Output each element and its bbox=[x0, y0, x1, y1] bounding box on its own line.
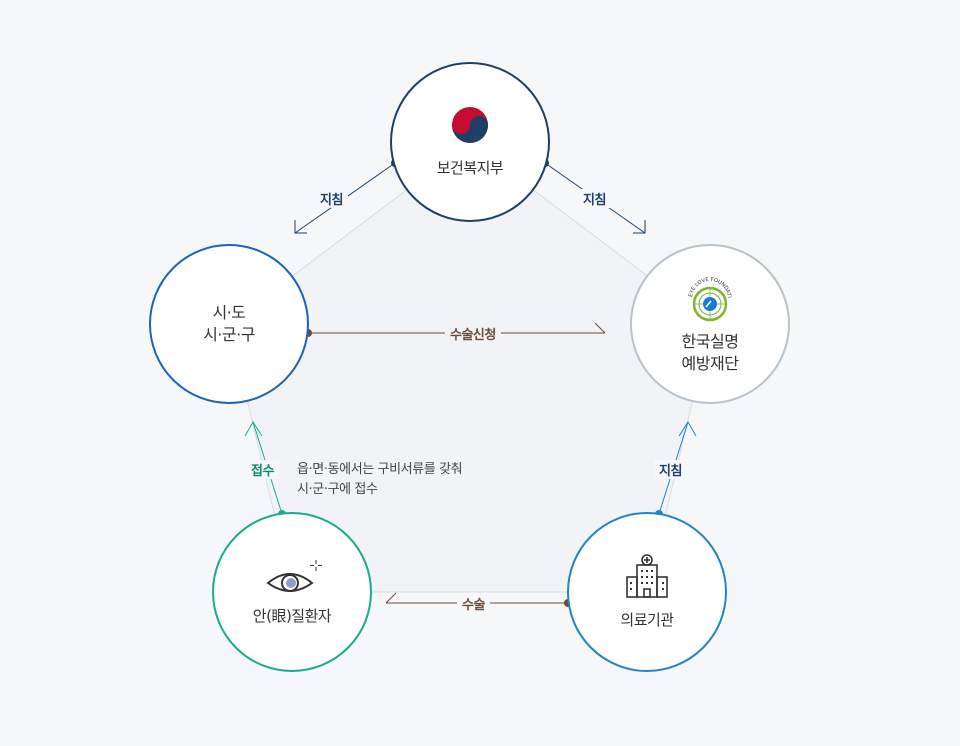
node-city: 시·도 시·군·구 bbox=[149, 244, 309, 404]
arrow-head-hospital-foundation bbox=[678, 421, 697, 437]
node-hospital: 의료기관 bbox=[567, 512, 727, 672]
submission-note-line2: 시·군·구에 접수 bbox=[297, 482, 378, 497]
edge-label-mohw-city: 지침 bbox=[315, 189, 348, 208]
node-foundation: EYE LOVE FOUNDATION 한국실명 예방재단 bbox=[630, 244, 790, 404]
arrow-head-hospital-patient bbox=[385, 592, 397, 604]
hospital-building-icon bbox=[626, 554, 668, 598]
node-mohw: 보건복지부 bbox=[390, 62, 550, 222]
sparkle-icon bbox=[310, 560, 322, 571]
patient-label: 안(眼)질환자 bbox=[252, 607, 332, 625]
taegeuk-emblem-icon bbox=[452, 107, 488, 143]
eye-love-foundation-logo: EYE LOVE FOUNDATION bbox=[684, 273, 732, 322]
edge-label-hospital-foundation: 지침 bbox=[654, 460, 687, 479]
city-label-line1: 시·도 bbox=[212, 303, 246, 322]
edge-label-city-foundation: 수술신청 bbox=[445, 324, 501, 343]
edge-label-patient-city: 접수 bbox=[246, 460, 279, 479]
foundation-label-line2: 예방재단 bbox=[681, 354, 739, 373]
node-patient: 안(眼)질환자 bbox=[212, 512, 372, 672]
submission-note-line1: 읍·면·동에서는 구비서류를 갖춰 bbox=[297, 462, 463, 477]
edge-label-hospital-patient: 수술 bbox=[457, 594, 490, 613]
mohw-label: 보건복지부 bbox=[436, 159, 504, 177]
hospital-label: 의료기관 bbox=[620, 611, 674, 629]
arrow-head-city-foundation bbox=[594, 322, 606, 334]
foundation-label-line1: 한국실명 bbox=[681, 332, 739, 351]
arrow-head-mohw-foundation bbox=[633, 220, 646, 234]
edge-label-mohw-foundation: 지침 bbox=[578, 189, 611, 208]
arrow-head-patient-city bbox=[244, 421, 263, 437]
submission-note: 읍·면·동에서는 구비서류를 갖춰 시·군·구에 접수 bbox=[297, 460, 463, 500]
arrow-head-mohw-city bbox=[294, 220, 307, 234]
eye-icon bbox=[266, 560, 322, 592]
city-label-line2: 시·군·구 bbox=[203, 325, 255, 344]
